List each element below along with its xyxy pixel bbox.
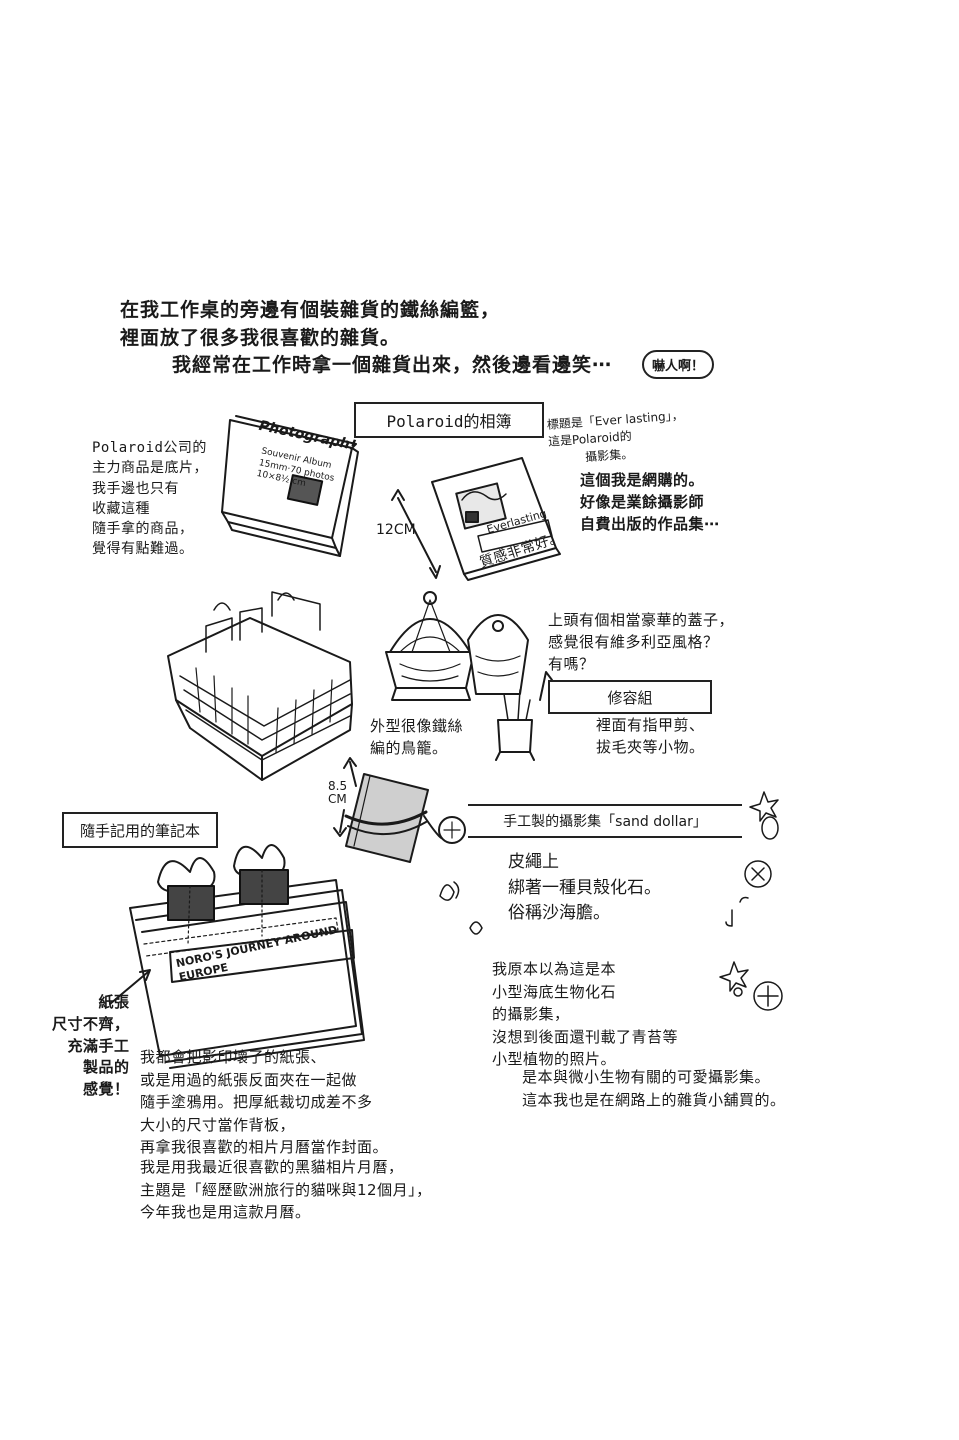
size-label-12cm: 12CM [376, 522, 416, 538]
intro-line-1: 在我工作桌的旁邊有個裝雜貨的鐵絲編籃， [120, 299, 501, 321]
intro-line-2: 裡面放了很多我很喜歡的雜貨。 [120, 327, 401, 349]
pointer-line [539, 671, 553, 701]
strap-note: 皮繩上 綁著一種貝殼化石。 俗稱沙海膽。 [508, 852, 661, 923]
fossil-note: 我原本以為這是本 小型海底生物化石 的攝影集， 沒想到後面還刊載了青苔等 小型植… [492, 960, 679, 1068]
shop-note: 是本與微小生物有關的可愛攝影集。 這本我也是在網路上的雜貨小舖買的。 [522, 1068, 786, 1109]
polaroid-left-note: Polaroid公司的 主力商品是底片， 我手邊也只有 收藏這種 隨手拿的商品，… [92, 440, 208, 558]
notebook-description-1: 我都會把影印壞了的紙張、 或是用過的紙張反面夾在一起做 隨手塗鴉用。把厚紙裁切成… [140, 1048, 389, 1156]
polaroid-right-note: 這個我是網購的。 好像是業餘攝影師 自費出版的作品集⋯ [580, 471, 720, 533]
birdcage-note: 外型很像鐵絲 編的鳥籠。 [370, 717, 464, 757]
wire-basket-drawing [167, 591, 353, 781]
lid-note: 上頭有個相當豪華的蓋子， 感覺很有維多利亞風格？ 有嗎？ [548, 611, 735, 673]
notebook-label: 隨手記用的筆記本 [62, 812, 218, 848]
paper-note: 紙張 尺寸不齊， 充滿手工 製品的 感覺！ [52, 993, 130, 1098]
polaroid-album-label: Polaroid的相簿 [354, 402, 544, 438]
birdcage-box-drawing [385, 591, 529, 701]
decorative-doodles [439, 791, 783, 1011]
measure-arrow-12cm [391, 489, 441, 579]
manicure-note: 裡面有指甲剪、 拔毛夾等小物。 [596, 716, 705, 756]
manicure-set-drawing [495, 689, 535, 761]
everlasting-book-drawing [431, 457, 561, 581]
size-label-85cm: 8.5 CM [328, 779, 348, 807]
manicure-set-label: 修容組 [548, 680, 712, 714]
sand-dollar-label: 手工製的攝影集「sand dollar」 [468, 804, 742, 838]
measure-arrow-85cm [333, 757, 357, 837]
notebook-drawing [109, 844, 365, 1069]
notebook-description-2: 我是用我最近很喜歡的黑貓相片月曆， 主題是「經歷歐洲旅行的貓咪與12個月」， 今… [140, 1158, 432, 1221]
intro-line-3: 我經常在工作時拿一個雜貨出來，然後邊看邊笑⋯ [172, 354, 613, 376]
sand-dollar-booklet-drawing [344, 773, 466, 863]
speech-bubble: 嚇人啊！ [642, 350, 715, 379]
polaroid-title-note: 標題是「Ever lasting」， 這是Polaroid的 攝影集。 [546, 408, 685, 467]
photo-album-drawing [221, 415, 359, 557]
